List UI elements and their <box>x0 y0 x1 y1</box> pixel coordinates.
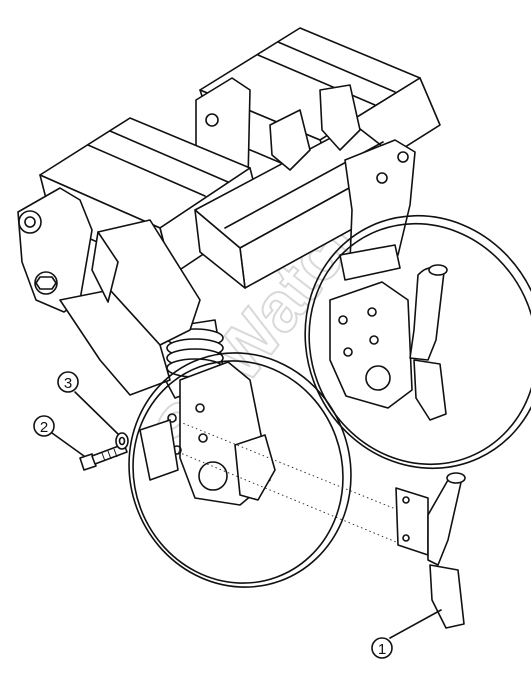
bolt <box>79 443 128 471</box>
callout-3-number: 3 <box>64 375 72 392</box>
callout-3: 3 <box>57 371 119 435</box>
rear-disc <box>304 214 531 470</box>
front-arm <box>59 219 201 396</box>
assembly-path-lines <box>174 419 399 543</box>
callout-2-number: 2 <box>40 419 48 436</box>
rear-tine-bracket <box>269 84 416 281</box>
front-clamp-plate <box>139 419 179 481</box>
callout-1: 1 <box>371 609 442 659</box>
front-side-bracket <box>17 187 93 313</box>
exploded-tine <box>395 472 466 629</box>
nut <box>115 432 129 450</box>
callout-2: 2 <box>33 415 85 457</box>
rear-hub-plate <box>329 281 413 409</box>
front-hub-plate <box>167 361 276 506</box>
callout-1-number: 1 <box>378 641 386 658</box>
rear-tine-installed <box>409 264 448 421</box>
front-disc <box>128 352 352 588</box>
